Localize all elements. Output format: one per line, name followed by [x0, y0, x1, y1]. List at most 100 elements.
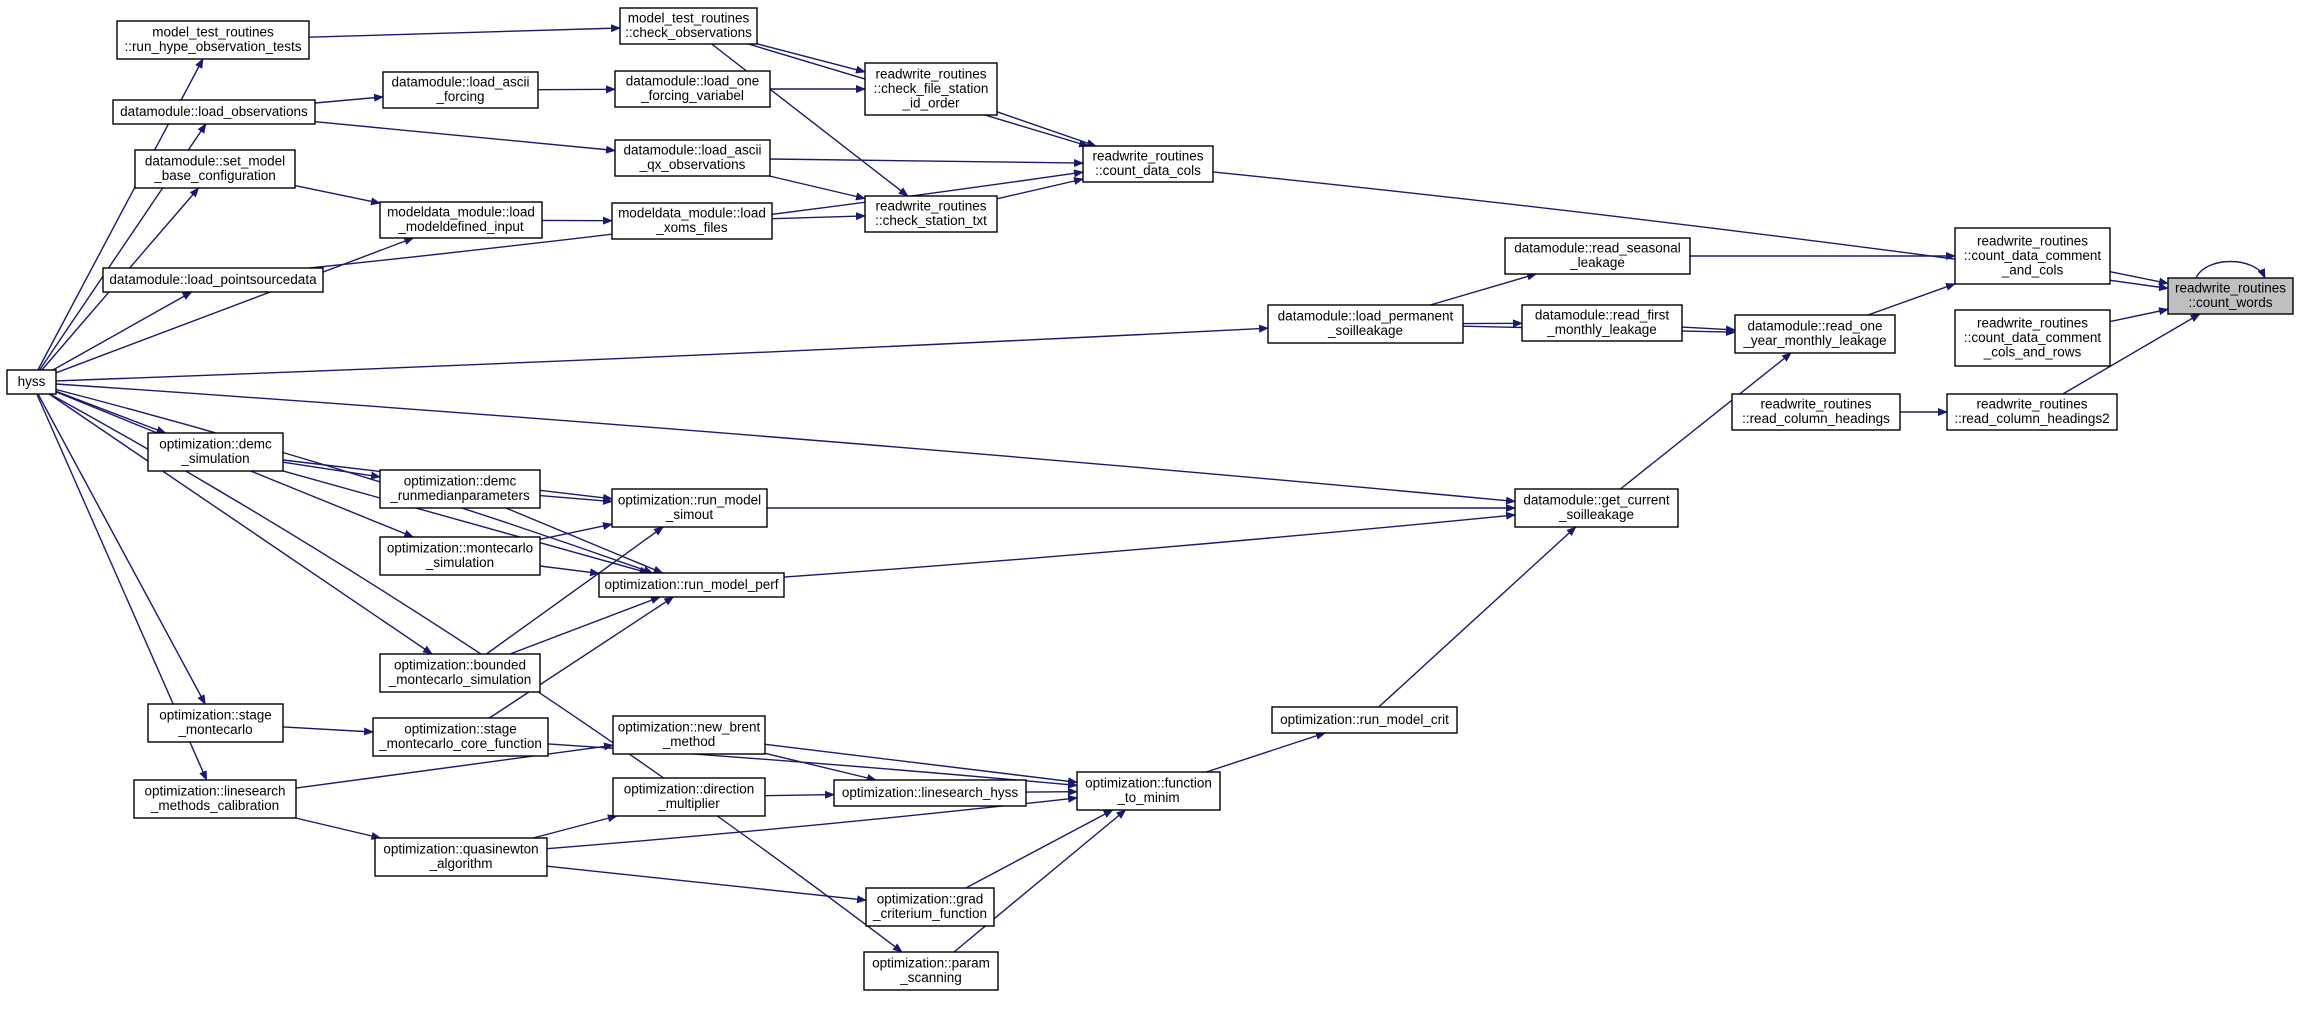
- graph-node[interactable]: modeldata_module::load_xoms_files: [611, 202, 773, 240]
- node-label-line: ::count_data_comment: [1964, 248, 2102, 263]
- graph-node[interactable]: datamodule::set_model_base_configuration: [134, 149, 296, 189]
- node-box: [116, 20, 310, 60]
- graph-node[interactable]: datamodule::load_permanent_soilleakage: [1267, 304, 1464, 344]
- call-edge-n30-to-n9: [55, 324, 1269, 382]
- graph-node[interactable]: readwrite_routines::count_data_cols: [1082, 145, 1214, 183]
- call-edge-n39-to-n40: [295, 817, 382, 840]
- graph-node[interactable]: datamodule::load_observations: [112, 99, 316, 125]
- node-label-line: optimization::demc: [404, 474, 517, 489]
- node-box: [372, 717, 549, 757]
- call-edge-n33-to-n32: [282, 470, 650, 575]
- graph-node[interactable]: model_test_routines::run_hype_observatio…: [116, 20, 310, 60]
- graph-node[interactable]: datamodule::read_seasonal_leakage: [1504, 237, 1691, 275]
- node-label-line: _soilleakage: [1558, 507, 1634, 522]
- node-box: [1954, 227, 2111, 285]
- node-label-line: optimization::run_model_perf: [604, 577, 778, 592]
- call-edge-n37-to-n38: [282, 726, 374, 736]
- call-edge-n21-to-n19: [769, 175, 866, 201]
- node-box: [1946, 393, 2118, 431]
- node-box: [2167, 277, 2294, 315]
- graph-node[interactable]: optimization::function_to_minim: [1076, 771, 1221, 811]
- node-label-line: ::check_observations: [625, 25, 752, 40]
- node-label-line: readwrite_routines: [1092, 149, 1203, 164]
- graph-node[interactable]: model_test_routines::check_observations: [619, 7, 758, 45]
- node-label-line: optimization::grad: [877, 892, 984, 907]
- graph-node[interactable]: optimization::demc_runmedianparameters: [379, 469, 541, 509]
- call-edge-n2-to-n0: [2109, 307, 2169, 323]
- node-label-line: _simout: [665, 507, 714, 522]
- node-label-line: ::check_station_txt: [875, 213, 987, 228]
- call-edge-n16-to-n12: [965, 809, 1114, 889]
- graph-node[interactable]: datamodule::load_one_forcing_variabel: [614, 70, 771, 108]
- node-label-line: optimization::new_brent: [618, 720, 761, 735]
- node-label-line: _modeldefined_input: [397, 219, 524, 234]
- graph-node[interactable]: readwrite_routines::count_data_comment_a…: [1954, 227, 2111, 285]
- node-box: [379, 469, 541, 509]
- graph-node[interactable]: optimization::param_scanning: [863, 951, 999, 991]
- graph-node[interactable]: optimization::demc_simulation: [147, 432, 284, 472]
- node-label-line: readwrite_routines: [2175, 281, 2286, 296]
- graph-node[interactable]: optimization::linesearch_methods_calibra…: [133, 779, 297, 819]
- node-box: [611, 202, 773, 240]
- graph-node[interactable]: readwrite_routines::read_column_headings…: [1946, 393, 2118, 431]
- graph-node[interactable]: optimization::stage_montecarlo_core_func…: [372, 717, 549, 757]
- node-box: [374, 837, 548, 877]
- node-box: [1271, 706, 1458, 734]
- node-label-line: datamodule::load_pointsourcedata: [109, 272, 317, 287]
- graph-node[interactable]: datamodule::load_ascii_qx_observations: [614, 139, 771, 177]
- node-box: [112, 99, 316, 125]
- graph-node[interactable]: optimization::quasinewton_algorithm: [374, 837, 548, 877]
- graph-node[interactable]: optimization::run_model_crit: [1271, 706, 1458, 734]
- call-edge-n34-to-n31: [539, 494, 613, 505]
- node-label-line: _algorithm: [428, 856, 492, 871]
- graph-node[interactable]: hyss: [6, 369, 57, 395]
- node-label-line: _year_monthly_leakage: [1742, 333, 1886, 348]
- call-edge-n30-to-n37: [37, 393, 206, 705]
- node-label-line: datamodule::read_seasonal: [1514, 241, 1681, 256]
- graph-node[interactable]: modeldata_module::load_modeldefined_inpu…: [379, 201, 543, 239]
- node-label-line: datamodule::load_permanent: [1278, 309, 1454, 324]
- node-label-line: readwrite_routines: [875, 199, 986, 214]
- node-box: [6, 369, 57, 395]
- graph-node[interactable]: readwrite_routines::read_column_headings: [1731, 393, 1901, 431]
- graph-node[interactable]: readwrite_routines::check_file_station_i…: [864, 62, 998, 116]
- node-label-line: optimization::bounded: [394, 658, 526, 673]
- graph-node[interactable]: optimization::direction_multiplier: [612, 777, 766, 817]
- node-box: [133, 779, 297, 819]
- graph-node[interactable]: readwrite_routines::count_words: [2167, 277, 2294, 315]
- node-label-line: _montecarlo_core_function: [378, 736, 542, 751]
- node-label-line: readwrite_routines: [875, 66, 986, 81]
- graph-node[interactable]: optimization::stage_montecarlo: [147, 703, 284, 743]
- node-box: [1731, 393, 1901, 431]
- call-edge-n34-to-n32: [505, 507, 664, 574]
- graph-node[interactable]: readwrite_routines::check_station_txt: [864, 195, 998, 233]
- call-edge-n30-to-n36: [48, 393, 433, 655]
- call-edge-n30-to-n32: [55, 388, 654, 574]
- graph-node[interactable]: datamodule::read_first_monthly_leakage: [1521, 304, 1683, 342]
- node-label-line: optimization::direction: [624, 782, 755, 797]
- call-edge-n36-to-n32: [509, 596, 661, 655]
- call-edge-n27-to-n24: [314, 93, 384, 104]
- call-edge-n0-to-n0: [2195, 260, 2266, 279]
- graph-node[interactable]: datamodule::get_current_soilleakage: [1514, 488, 1679, 528]
- graph-node[interactable]: datamodule::read_one_year_monthly_leakag…: [1734, 314, 1896, 354]
- node-label-line: hyss: [18, 374, 46, 389]
- node-label-line: _montecarlo_simulation: [388, 672, 532, 687]
- graph-node[interactable]: optimization::montecarlo_simulation: [379, 536, 541, 576]
- node-label-line: _soilleakage: [1327, 323, 1403, 338]
- graph-node[interactable]: optimization::run_model_simout: [611, 488, 768, 528]
- graph-node[interactable]: optimization::new_brent_method: [612, 715, 766, 755]
- node-label-line: optimization::run_model: [618, 493, 761, 508]
- graph-node[interactable]: optimization::run_model_perf: [598, 572, 785, 598]
- graph-node[interactable]: readwrite_routines::count_data_comment_c…: [1954, 309, 2111, 367]
- node-label-line: _forcing: [435, 89, 484, 104]
- call-edge-n30-to-n33: [55, 390, 167, 434]
- node-label-line: _methods_calibration: [150, 798, 279, 813]
- call-edge-n30-to-n10: [55, 383, 1516, 505]
- graph-node[interactable]: optimization::bounded_montecarlo_simulat…: [379, 653, 541, 693]
- graph-node[interactable]: datamodule::load_pointsourcedata: [102, 267, 324, 293]
- graph-node[interactable]: optimization::grad_criterium_function: [865, 887, 995, 927]
- graph-node[interactable]: datamodule::load_ascii_forcing: [382, 71, 539, 109]
- graph-node[interactable]: optimization::linesearch_hyss: [833, 779, 1027, 807]
